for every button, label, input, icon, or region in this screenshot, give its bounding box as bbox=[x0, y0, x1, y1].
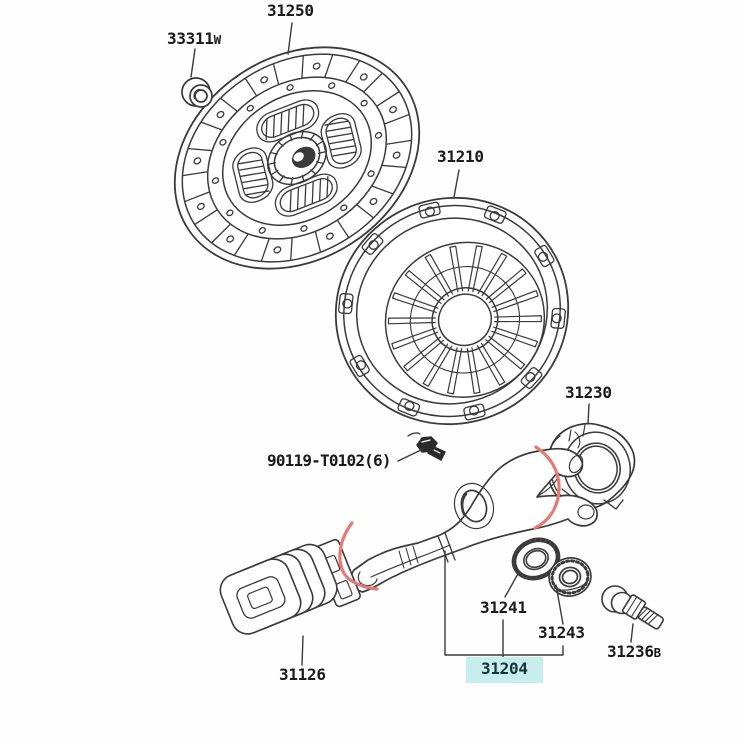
pivot-stud-drawing bbox=[602, 586, 666, 632]
fork-highlight-arcs bbox=[340, 447, 559, 589]
leader-lines bbox=[191, 23, 633, 665]
fork-highlight-arc-right bbox=[535, 447, 559, 528]
label-clutch-cover: 31210 bbox=[437, 147, 484, 166]
release-fork-drawing bbox=[351, 449, 597, 592]
label-nut: 31243 bbox=[538, 623, 585, 642]
clutch-disc-drawing bbox=[133, 2, 462, 314]
label-boot: 31126 bbox=[279, 665, 326, 684]
fork-highlight-arc-left bbox=[340, 523, 377, 589]
label-bolt: 90119-T0102(6) bbox=[267, 451, 391, 470]
nut-drawing bbox=[546, 554, 595, 600]
label-bushing: 33311W bbox=[167, 29, 221, 48]
washer-drawing bbox=[506, 531, 565, 586]
label-fork-assy-highlighted[interactable]: 31204 bbox=[466, 657, 543, 683]
boot-drawing bbox=[216, 533, 362, 646]
label-washer: 31241 bbox=[480, 598, 527, 617]
bolt-drawing bbox=[408, 433, 445, 460]
label-pivot-stud: 31236B bbox=[607, 642, 661, 661]
label-clutch-disc: 31250 bbox=[267, 1, 314, 20]
clutch-cover-drawing bbox=[298, 160, 605, 462]
label-release-bearing: 31230 bbox=[565, 383, 612, 402]
bushing-drawing bbox=[182, 78, 212, 107]
